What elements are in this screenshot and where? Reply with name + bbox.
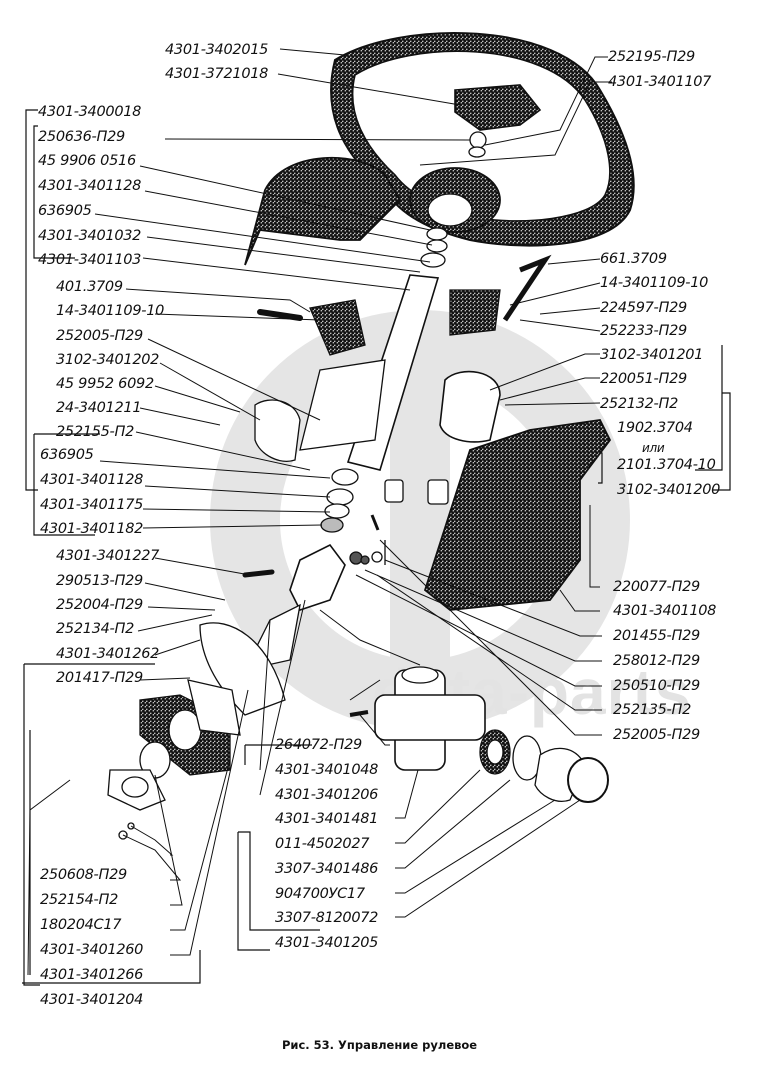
gasket (199, 622, 286, 716)
label-screw-220077: 220077-П29 (613, 579, 700, 595)
label-ring-128-bottom: 4301-3401128 (40, 472, 144, 488)
label-seal-3307-486: 3307-3401486 (275, 861, 379, 877)
label-horn-button: 4301-3721018 (165, 66, 269, 82)
label-bearing-180204: 180204С17 (40, 917, 122, 933)
label-cross-011: 011-4502027 (275, 836, 370, 852)
label-shaft-3401206: 4301-3401206 (275, 787, 379, 803)
label-plug-264072: 264072-П29 (275, 737, 362, 753)
label-washer-252233: 252233-П29 (600, 323, 687, 339)
leader-lines (27, 48, 612, 976)
label-group-3401205: 4301-3401205 (275, 935, 379, 951)
label-part-3401032: 4301-3401032 (38, 228, 142, 244)
label-steering-wheel: 4301-3402015 (165, 42, 269, 58)
label-part-3401103: 4301-3401103 (38, 252, 142, 268)
clamp (254, 399, 301, 462)
label-part-3401227: 4301-3401227 (56, 548, 160, 564)
label-bolt-201417: 201417-П29 (56, 670, 143, 686)
label-shaft-3401048: 4301-3401048 (275, 762, 379, 778)
label-bearing-904700: 904700УС17 (275, 886, 365, 902)
label-screw-224597: 224597-П29 (600, 300, 687, 316)
label-washer-252005-right: 252005-П29 (613, 727, 700, 743)
label-bracket-3102-202: 3102-3401202 (56, 352, 160, 368)
label-bolt-201455: 201455-П29 (613, 628, 700, 644)
label-bolt-290513: 290513-П29 (56, 573, 143, 589)
label-washer-252134: 252134-П2 (56, 621, 135, 637)
label-ring-636905-top: 636905 (38, 203, 92, 219)
label-bolt-459952: 45 9952 6092 (56, 376, 154, 392)
right-switch (449, 289, 501, 336)
label-group-3400018: 4301-3400018 (38, 104, 142, 120)
figure-caption: Рис. 53. Управление рулевое (282, 1038, 478, 1052)
label-switch-661: 661.3709 (600, 251, 667, 267)
label-washer-252004: 252004-П29 (56, 597, 143, 613)
label-washer-252132: 252132-П2 (600, 396, 679, 412)
label-bearing-459906: 45 9906 0516 (38, 153, 136, 169)
universal-joint (289, 543, 346, 611)
horn-button (454, 84, 542, 131)
label-part-3401175: 4301-3401175 (40, 497, 144, 513)
label-group-3401204: 4301-3401204 (40, 992, 144, 1008)
label-washer-258012: 258012-П29 (613, 653, 700, 669)
label-lever-14-left: 14-3401109-10 (56, 303, 165, 319)
label-cover-3401108: 4301-3401108 (613, 603, 717, 619)
label-ring-3307-8120072: 3307-8120072 (275, 910, 379, 926)
label-lock-1902: 1902.3704 (617, 420, 693, 436)
label-ring-636905-bottom: 636905 (40, 447, 94, 463)
label-screw-220051: 220051-П29 (600, 371, 687, 387)
label-lever-14-right: 14-3401109-10 (600, 275, 709, 291)
label-hub-3401107: 4301-3401107 (608, 74, 712, 90)
label-nut-250510: 250510-П29 (613, 678, 700, 694)
label-joint-3401481: 4301-3401481 (275, 811, 379, 827)
lower-shroud (423, 419, 612, 611)
label-washer-252005-left: 252005-П29 (56, 328, 143, 344)
label-nut-250636: 250636-П29 (38, 129, 125, 145)
ignition-lock (439, 370, 501, 443)
label-washer-252155: 252155-П2 (56, 424, 135, 440)
label-flange-3401260: 4301-3401260 (40, 942, 144, 958)
label-clamp-24: 24-3401211 (56, 400, 142, 416)
left-switch (309, 299, 366, 356)
upper-shroud (244, 156, 402, 266)
label-part-3401182: 4301-3401182 (40, 521, 144, 537)
label-plate-3401266: 4301-3401266 (40, 967, 144, 983)
label-washer-252135: 252135-П2 (613, 702, 692, 718)
label-nut-252195: 252195-П29 (608, 49, 695, 65)
cross-joint (374, 666, 486, 771)
label-nut-250608: 250608-П29 (40, 867, 127, 883)
label-ring-128-top: 4301-3401128 (38, 178, 142, 194)
label-washer-252154: 252154-П2 (40, 892, 119, 908)
label-gasket-3401262: 4301-3401262 (56, 646, 160, 662)
label-bracket-3102-201: 3102-3401201 (600, 347, 704, 363)
label-lock-2101: 2101.3704-10 (617, 457, 716, 473)
label-or: или (642, 441, 665, 455)
group-brackets (22, 109, 731, 986)
label-group-3102-200: 3102-3401200 (617, 482, 721, 498)
label-switch-401: 401.3709 (56, 279, 123, 295)
